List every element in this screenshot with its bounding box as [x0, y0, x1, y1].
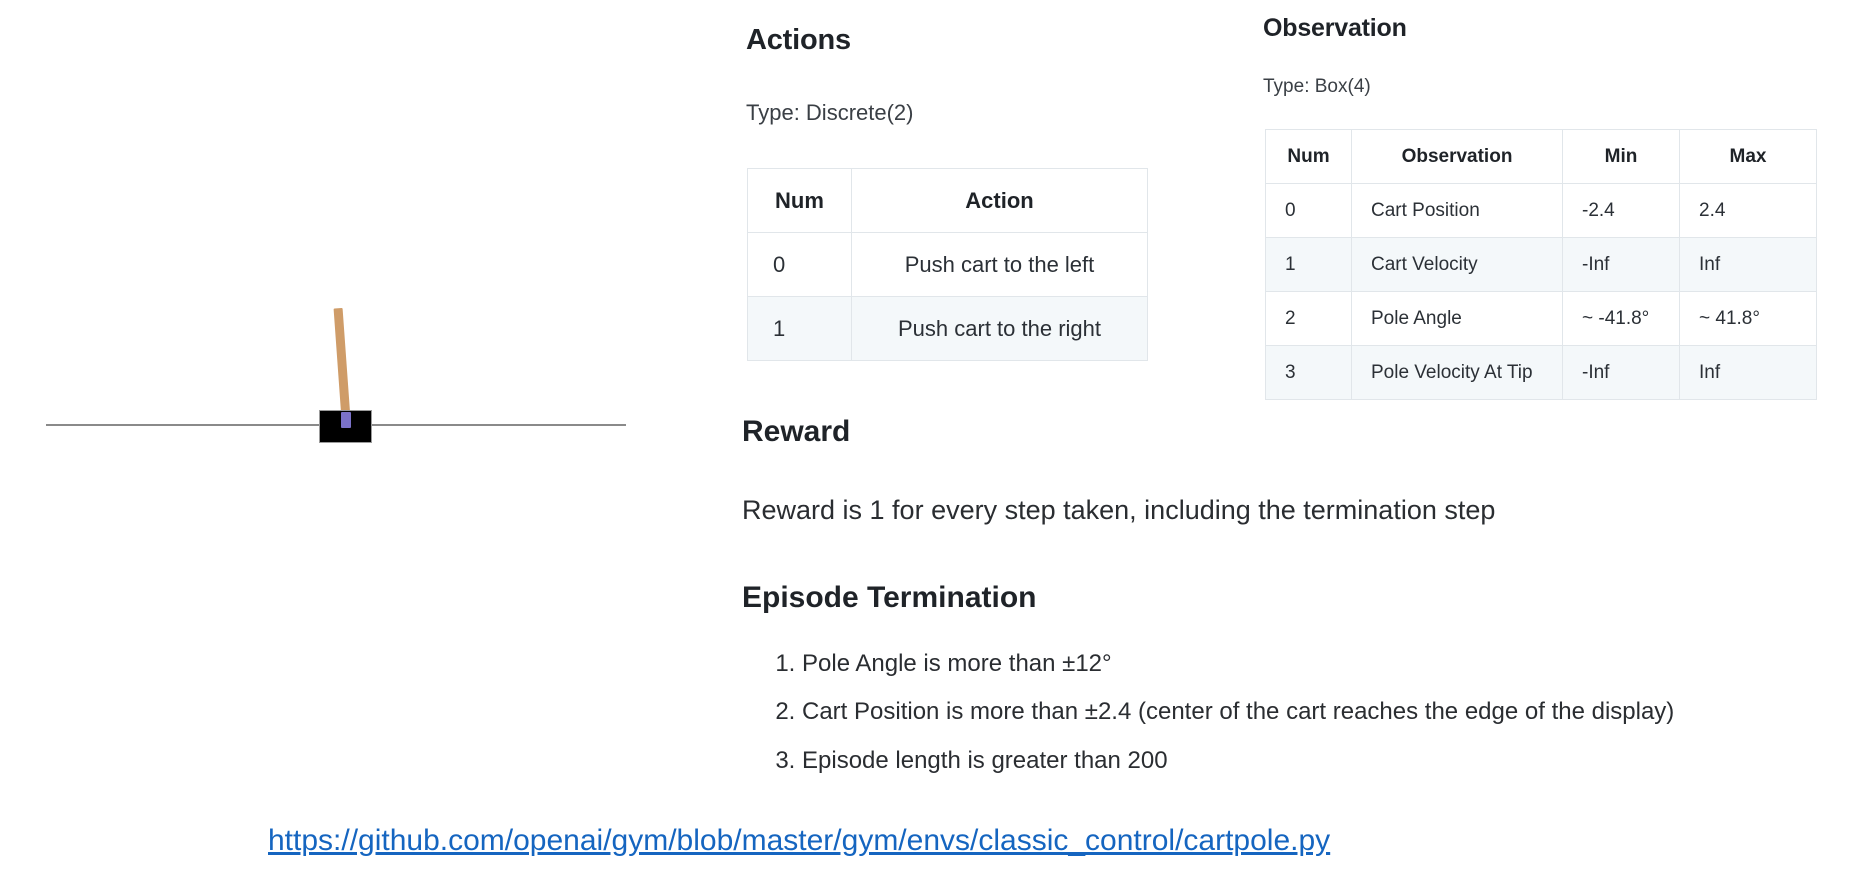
actions-col-num: Num	[747, 168, 852, 233]
actions-row1-num: 1	[747, 296, 852, 361]
observation-row3-num: 3	[1265, 345, 1352, 400]
list-item: Cart Position is more than ±2.4 (center …	[802, 698, 1674, 725]
reward-description: Reward is 1 for every step taken, includ…	[742, 495, 1496, 525]
episode-termination-heading: Episode Termination	[742, 581, 1037, 614]
observation-row1-observation: Cart Velocity	[1351, 237, 1563, 292]
reward-heading: Reward	[742, 415, 851, 448]
observation-table-header-row: Num Observation Min Max	[1265, 129, 1817, 184]
actions-row0-num: 0	[747, 232, 852, 297]
observation-col-min: Min	[1562, 129, 1680, 184]
actions-row0-action: Push cart to the left	[851, 232, 1148, 297]
table-row: 1 Cart Velocity -Inf Inf	[1265, 237, 1817, 292]
observation-row1-min: -Inf	[1562, 237, 1680, 292]
cartpole-illustration	[0, 250, 680, 510]
source-url-link[interactable]: https://github.com/openai/gym/blob/maste…	[268, 824, 1331, 857]
observation-row1-max: Inf	[1679, 237, 1817, 292]
actions-table: Num Action 0 Push cart to the left 1 Pus…	[747, 168, 1148, 361]
table-row: 3 Pole Velocity At Tip -Inf Inf	[1265, 345, 1817, 400]
table-row: 0 Push cart to the left	[747, 232, 1148, 297]
list-item: Pole Angle is more than ±12°	[802, 650, 1674, 677]
observation-row0-observation: Cart Position	[1351, 183, 1563, 238]
episode-termination-list: Pole Angle is more than ±12° Cart Positi…	[760, 650, 1674, 796]
observation-row2-min: ~ -41.8°	[1562, 291, 1680, 346]
actions-row1-action: Push cart to the right	[851, 296, 1148, 361]
observation-type-label: Type: Box(4)	[1263, 76, 1371, 97]
pole-axle-icon	[341, 412, 351, 428]
observation-table: Num Observation Min Max 0 Cart Position …	[1265, 129, 1817, 400]
observation-col-observation: Observation	[1351, 129, 1563, 184]
observation-row2-max: ~ 41.8°	[1679, 291, 1817, 346]
pole-icon	[333, 307, 351, 427]
observation-row0-min: -2.4	[1562, 183, 1680, 238]
observation-row2-observation: Pole Angle	[1351, 291, 1563, 346]
observation-heading: Observation	[1263, 14, 1407, 42]
actions-type-label: Type: Discrete(2)	[746, 100, 914, 125]
table-row: 2 Pole Angle ~ -41.8° ~ 41.8°	[1265, 291, 1817, 346]
observation-row2-num: 2	[1265, 291, 1352, 346]
table-row: 0 Cart Position -2.4 2.4	[1265, 183, 1817, 238]
observation-row3-max: Inf	[1679, 345, 1817, 400]
observation-col-num: Num	[1265, 129, 1352, 184]
observation-row3-min: -Inf	[1562, 345, 1680, 400]
observation-row3-observation: Pole Velocity At Tip	[1351, 345, 1563, 400]
actions-heading: Actions	[746, 24, 851, 56]
table-row: 1 Push cart to the right	[747, 296, 1148, 361]
observation-row1-num: 1	[1265, 237, 1352, 292]
actions-table-header-row: Num Action	[747, 168, 1148, 233]
observation-col-max: Max	[1679, 129, 1817, 184]
observation-row0-num: 0	[1265, 183, 1352, 238]
list-item: Episode length is greater than 200	[802, 747, 1674, 774]
actions-col-action: Action	[851, 168, 1148, 233]
observation-row0-max: 2.4	[1679, 183, 1817, 238]
